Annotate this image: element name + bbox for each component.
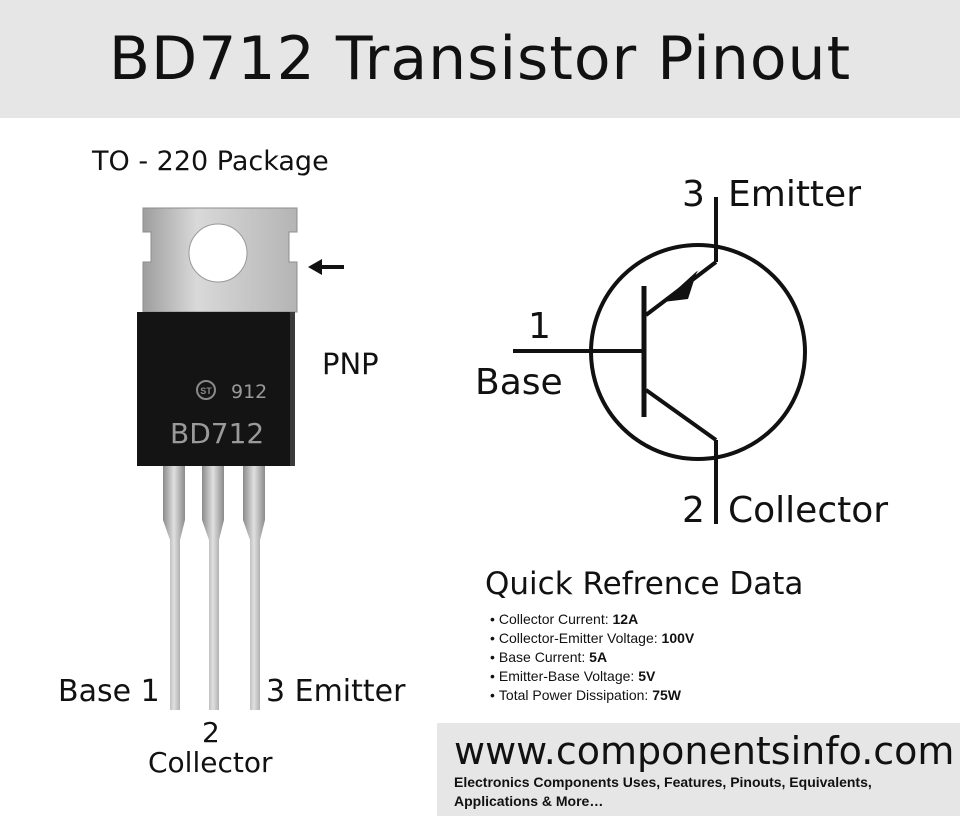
footer-tagline: Electronics Components Uses, Features, P…	[454, 774, 872, 809]
list-item: •Total Power Dissipation: 75W	[490, 687, 681, 703]
pin-legend-collector-number: 2	[202, 716, 220, 749]
svg-text:ST: ST	[200, 386, 212, 396]
leg-collector	[202, 464, 224, 710]
symbol-pin2-name: Collector	[728, 490, 889, 531]
title-bar: BD712 Transistor Pinout	[0, 0, 960, 118]
symbol-pin3-name: Emitter	[728, 174, 861, 215]
symbol-pin2-number: 2	[682, 490, 705, 531]
mounting-hole	[188, 223, 248, 283]
quick-reference-list: •Collector Current: 12A •Collector-Emitt…	[490, 610, 694, 705]
package-label: TO - 220 Package	[92, 146, 329, 177]
transistor-type-label: PNP	[322, 347, 379, 381]
list-item: •Emitter-Base Voltage: 5V	[490, 668, 656, 684]
list-item: •Collector-Emitter Voltage: 100V	[490, 630, 695, 646]
collector-line	[644, 388, 718, 442]
page-title: BD712 Transistor Pinout	[108, 24, 852, 94]
package-body	[137, 312, 295, 466]
leg-emitter	[243, 464, 265, 710]
pin-legend-base: Base 1	[58, 674, 160, 709]
package-part-marking: BD712	[170, 417, 265, 450]
quick-reference-title: Quick Refrence Data	[485, 566, 804, 602]
manufacturer-logo-icon	[196, 380, 216, 400]
symbol-pin1-number: 1	[528, 306, 551, 347]
pin-legend-emitter: 3 Emitter	[266, 674, 406, 709]
leg-base	[163, 464, 185, 710]
package-legs	[163, 464, 265, 710]
list-item: •Base Current: 5A	[490, 649, 608, 665]
list-item: •Collector Current: 12A	[490, 611, 639, 627]
footer-banner: www.componentsinfo.com Electronics Compo…	[437, 723, 960, 816]
tab-arrow-icon	[308, 259, 344, 275]
pin-legend-collector: Collector	[148, 746, 273, 779]
symbol-pin1-name: Base	[475, 362, 563, 403]
website-url[interactable]: www.componentsinfo.com	[454, 729, 955, 773]
symbol-pin3-number: 3	[682, 174, 705, 215]
package-marking-code: 912	[231, 381, 268, 403]
